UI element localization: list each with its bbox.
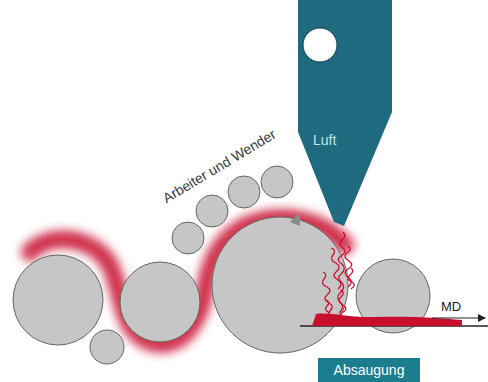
nonwoven-fleece [312, 314, 462, 326]
air-label: Luft [313, 132, 336, 148]
roller-label: Arbeiter und Wender [160, 126, 279, 206]
airborne-fibres [323, 232, 355, 320]
air-nozzle: Luft [288, 0, 400, 232]
direction-label: MD [441, 299, 461, 314]
suction-label: Absaugung [334, 362, 405, 378]
nozzle-outline [288, 0, 400, 232]
rollers [13, 166, 430, 364]
machine-direction-arrow [432, 317, 485, 318]
suction-box: Absaugung [318, 358, 420, 382]
